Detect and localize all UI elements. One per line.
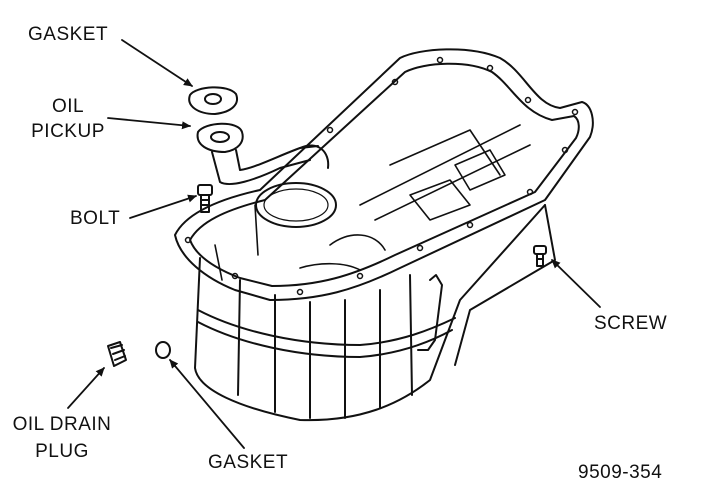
pan-screw [533,245,547,267]
callout-oil-drain-plug-line2: PLUG [35,441,89,462]
callout-bolt: BOLT [70,208,121,229]
leader-lines [67,39,601,449]
dipstick-tube [417,274,443,351]
callout-gasket-bottom: GASKET [208,452,289,473]
pickup-gasket [188,86,238,115]
flange-bolt-holes [184,56,579,296]
oil-drain-plug [107,341,127,367]
figure-number: 9509-354 [578,462,663,483]
oil-pan-baffles [214,124,531,281]
oil-pan-body [194,204,556,422]
drain-plug-gasket [155,341,171,359]
callout-oil-pickup-line2: PICKUP [31,121,105,142]
callout-oil-pickup-line1: OIL [51,96,85,117]
callout-oil-drain-plug-line1: OIL DRAIN [12,414,112,435]
callout-gasket-top: GASKET [28,24,109,45]
pickup-bolt [197,184,213,213]
callout-screw: SCREW [594,313,668,334]
oil-pan-flange [174,48,594,301]
oil-pickup [196,122,337,228]
